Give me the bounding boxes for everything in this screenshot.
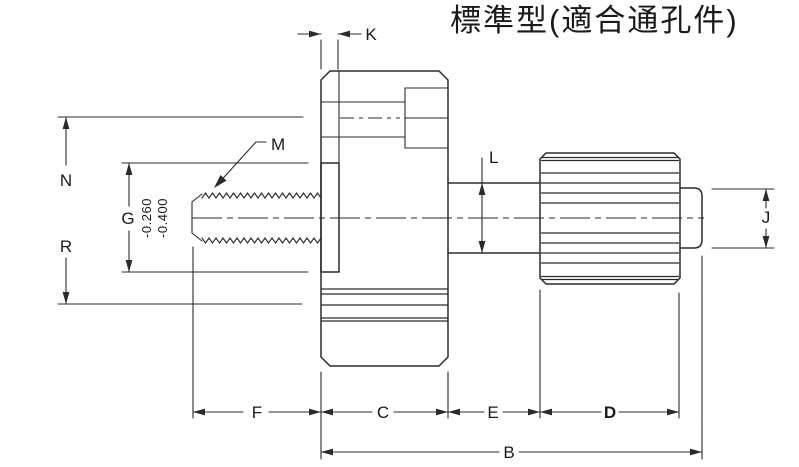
arrowhead — [338, 30, 350, 38]
dim-label-f: F — [252, 403, 262, 422]
arrowhead — [667, 408, 679, 416]
centerlines — [192, 117, 704, 219]
dimension-L: L — [478, 148, 498, 254]
arrowhead — [478, 183, 486, 195]
arrowhead — [321, 448, 333, 456]
arrowhead — [62, 292, 70, 304]
nut-pocket — [404, 87, 449, 149]
arrowhead — [309, 30, 321, 38]
dim-label-l: L — [489, 148, 498, 167]
dimension-F: F — [192, 403, 322, 422]
dim-label-n: N — [60, 171, 72, 190]
skirt-knurl-lines — [321, 288, 448, 322]
dimension-D: D — [539, 403, 680, 422]
dim-label-k: K — [365, 25, 377, 44]
arrowhead — [125, 163, 133, 175]
dim-label-g: G — [121, 209, 134, 228]
arrowhead — [762, 236, 770, 248]
leader-M: M — [214, 135, 285, 188]
knurled-knob-outline — [539, 152, 681, 285]
arrowhead — [193, 408, 205, 416]
part-geometry — [191, 70, 703, 367]
arrowhead — [125, 260, 133, 272]
dim-label-e: E — [487, 403, 498, 422]
arrowhead — [690, 448, 702, 456]
arrowhead — [214, 175, 227, 188]
dimension-N-R: N R — [57, 116, 304, 305]
dim-label-m: M — [271, 135, 285, 154]
dimension-K: K — [297, 25, 377, 70]
thread-tolerance: -0.260 -0.400 — [139, 198, 170, 238]
dim-label-d: D — [604, 403, 616, 422]
page-title: 標準型(適合通孔件) — [450, 3, 739, 38]
dimension-G: G — [121, 162, 309, 273]
bottom-extension-lines — [192, 246, 703, 460]
screw-thread-top — [201, 192, 322, 199]
dimension-E: E — [447, 403, 541, 422]
arrowhead — [62, 117, 70, 129]
dim-label-c: C — [377, 403, 389, 422]
dimension-J: J — [711, 188, 775, 249]
arrowhead — [321, 408, 333, 416]
dimension-B: B — [320, 443, 703, 462]
arrowhead — [478, 241, 486, 253]
thread-tolerance-upper: -0.260 — [139, 198, 154, 238]
dim-label-r: R — [60, 237, 72, 256]
arrowhead — [540, 408, 552, 416]
dim-label-b: B — [503, 443, 514, 462]
screw-thread-bottom — [201, 237, 322, 244]
dimension-C: C — [320, 403, 449, 422]
arrowhead — [448, 408, 460, 416]
arrowhead — [436, 408, 448, 416]
arrowhead — [309, 408, 321, 416]
arrowhead — [762, 189, 770, 201]
body-outline — [320, 70, 449, 367]
dim-label-j: J — [762, 208, 771, 227]
knob-knurl-lines — [541, 156, 679, 281]
arrowhead — [528, 408, 540, 416]
thread-tolerance-lower: -0.400 — [155, 198, 170, 238]
